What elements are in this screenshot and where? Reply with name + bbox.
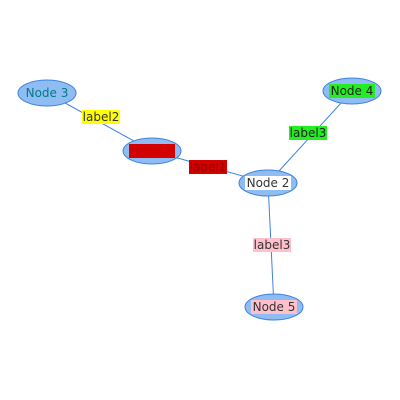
node-label: Node 2 — [247, 176, 290, 190]
node-shape — [17, 79, 77, 107]
node-1[interactable]: Node 1 — [122, 137, 182, 165]
edge-label-node2-node5: label3 — [253, 238, 291, 252]
edge-label-node1-node2: label1 — [189, 160, 227, 174]
node-3[interactable]: Node 3 — [17, 79, 77, 107]
node-label: Node 5 — [253, 300, 296, 314]
node-label: Node 3 — [26, 86, 69, 100]
node-5[interactable]: Node 5 — [244, 293, 304, 321]
nodes: Node 3 Node 4 Node 1 Node 2 Node 5 — [17, 77, 382, 321]
edge-label-bg — [82, 110, 120, 124]
node-4[interactable]: Node 4 — [322, 77, 382, 105]
edge-label-text: label3 — [290, 126, 327, 140]
edge-label-text: label2 — [83, 110, 120, 124]
edge-label-node3-node1: label2 — [82, 110, 120, 124]
edge-label-bg — [289, 126, 327, 140]
node-label: Node 4 — [331, 84, 374, 98]
node-label-bg — [245, 176, 291, 190]
edge-label-node2-node4: label3 — [289, 126, 327, 140]
edge-label-text: label3 — [254, 238, 291, 252]
node-2[interactable]: Node 2 — [238, 169, 298, 197]
node-label: Node 1 — [131, 144, 174, 158]
node-label-bg — [251, 300, 297, 314]
node-label-bg — [129, 144, 175, 158]
edge-label-bg — [253, 238, 291, 252]
node-label-bg — [329, 84, 375, 98]
edge-label-bg — [189, 160, 227, 174]
edge-labels: label2 label1 label3 label3 — [82, 110, 327, 252]
edge-label-text: label1 — [190, 160, 227, 174]
